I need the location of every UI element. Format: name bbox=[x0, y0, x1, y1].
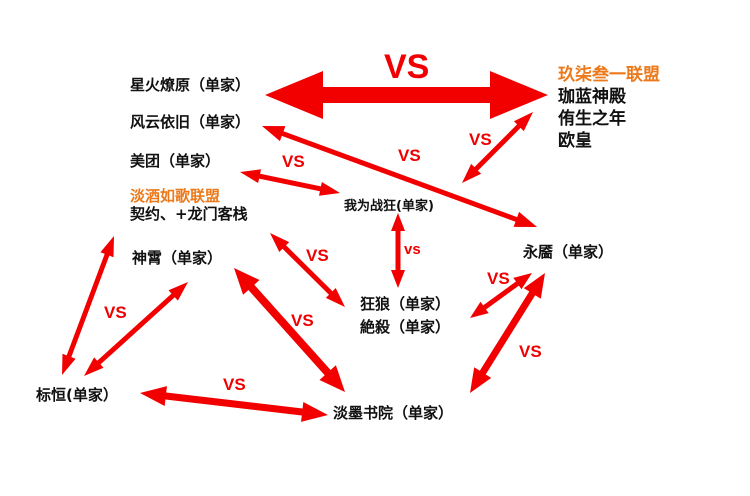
node-juesha-label: 絶殺（单家） bbox=[360, 318, 451, 337]
arrow-woweizhankuang-kuanglang bbox=[391, 213, 405, 288]
node-biaoheng: 标恒(单家） bbox=[36, 386, 118, 404]
node-biaoheng-label: 标恒(单家） bbox=[36, 386, 118, 404]
arrow-danjiu-biaoheng bbox=[62, 236, 114, 375]
node-woweizhankuang: 我为战狂(单家) bbox=[344, 199, 434, 215]
arrow-shenxiao-danmo bbox=[234, 268, 345, 392]
vs-label-shenxiao-danmo: VS bbox=[291, 311, 314, 330]
vs-label-yongjie-danmo: VS bbox=[519, 342, 542, 361]
arrow-woweizhankuang-jiuqi bbox=[462, 112, 533, 183]
arrow-meituan-woweizhankuang bbox=[240, 169, 340, 196]
alliance-member-yousheng: 侑生之年 bbox=[558, 109, 626, 130]
node-danmo-label: 淡墨书院（单家） bbox=[333, 404, 454, 422]
vs-label-kuanglang-yongjie: VS bbox=[487, 269, 510, 288]
arrow-danjiu-kuanglang bbox=[270, 233, 345, 307]
node-yongjie: 永靥（单家） bbox=[523, 243, 613, 261]
node-woweizhankuang-label: 我为战狂(单家) bbox=[344, 199, 434, 214]
alliance-members-danjiu: 契约、+龙门客栈 bbox=[130, 205, 248, 223]
arrow-biaoheng-danmo bbox=[140, 386, 328, 422]
node-shenxiao: 神霄（单家） bbox=[132, 249, 222, 267]
vs-label-main: VS bbox=[384, 48, 430, 86]
node-xinghuo-label: 星火燎原（单家） bbox=[130, 76, 251, 94]
node-jiuqi-alliance: 玖柒叁一联盟 珈蓝神殿 侑生之年 欧皇 bbox=[558, 64, 660, 152]
arrow-yongjie-danmo bbox=[470, 273, 545, 393]
alliance-title-danjiu: 淡酒如歌联盟 bbox=[130, 187, 221, 205]
arrow-kuanglang-yongjie bbox=[470, 273, 532, 318]
arrow-xinghuo-jiuqi bbox=[265, 71, 548, 119]
vs-label-woweizhankuang: vs bbox=[404, 241, 421, 258]
vs-label-biaoheng-danjiu: VS bbox=[104, 303, 127, 322]
node-fengyun-label: 风云依旧（单家） bbox=[130, 113, 251, 131]
node-shenxiao-label: 神霄（单家） bbox=[132, 249, 223, 267]
alliance-title-jiuqi: 玖柒叁一联盟 bbox=[558, 65, 660, 85]
node-fengyun: 风云依旧（单家） bbox=[130, 113, 250, 131]
arrow-shenxiao-biaoheng bbox=[84, 282, 188, 376]
alliance-member-ouhuang: 欧皇 bbox=[558, 131, 592, 152]
node-xinghuo: 星火燎原（单家） bbox=[130, 76, 250, 94]
vs-label-biaoheng-danmo: VS bbox=[223, 375, 246, 394]
node-danmo: 淡墨书院（单家） bbox=[333, 404, 453, 422]
node-meituan: 美团（单家） bbox=[130, 152, 220, 170]
vs-label-danjiu-kuanglang: VS bbox=[306, 246, 329, 265]
node-yongjie-label: 永靥（单家） bbox=[523, 243, 614, 261]
node-danjiu-alliance: 淡酒如歌联盟 契约、+龙门客栈 bbox=[130, 187, 248, 223]
node-kuanglang-label: 狂狼（单家） bbox=[360, 295, 451, 313]
alliance-member-jialan: 珈蓝神殿 bbox=[558, 87, 626, 108]
vs-label-meituan: VS bbox=[282, 152, 305, 171]
vs-label-fengyun-yongjie: VS bbox=[398, 146, 421, 165]
vs-label-jiuqi: VS bbox=[469, 130, 492, 149]
node-kuanglang-juesha: 狂狼（单家） 絶殺（单家） bbox=[360, 293, 450, 340]
arrow-fengyun-yongjie bbox=[262, 126, 537, 227]
node-meituan-label: 美团（单家） bbox=[130, 152, 221, 170]
